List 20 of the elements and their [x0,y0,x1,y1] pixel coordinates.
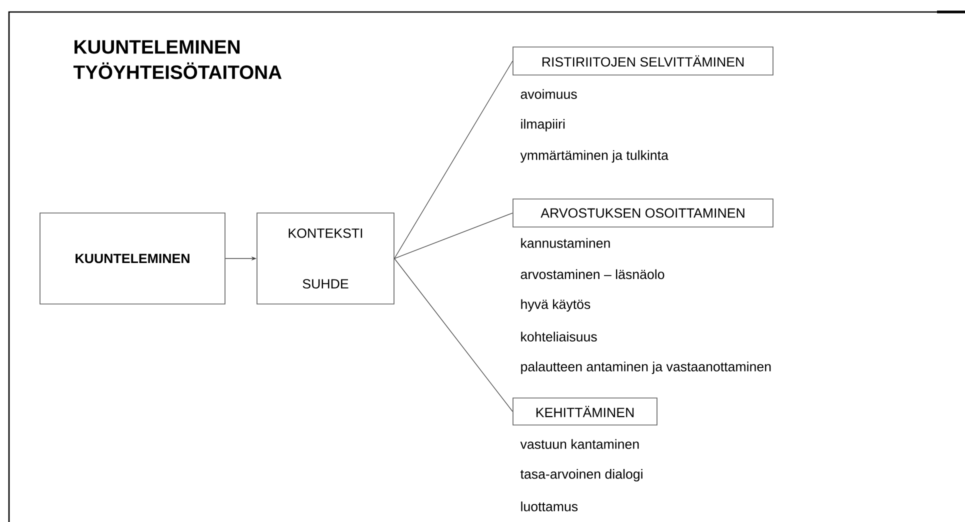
connector-line [394,258,513,412]
list-item: tasa-arvoinen dialogi [520,469,642,482]
list-item: ilmapiiri [521,119,565,132]
list-item: vastuun kantaminen [520,439,639,449]
list-item: luottamus [521,502,578,512]
list-item: palautteen antaminen ja vastaanottaminen [521,362,771,374]
concept-box: KONTEKSTI SUHDE [256,212,394,304]
heading-box: ARVOSTUKSEN OSOITTAMINEN [512,198,774,228]
connector-line [394,60,513,259]
list-item: kannustaminen [521,238,610,248]
concept-box: KUUNTELEMINEN [40,212,226,304]
list-item: kohteliaisuus [521,332,597,342]
title: KUUNTELEMINEN TYÖYHTEISÖTAITONA [73,40,282,80]
list-item: ymmärtäminen ja tulkinta [520,150,668,163]
heading-box: KEHITTÄMINEN [512,398,658,426]
list-item: arvostaminen – läsnäolo [520,269,664,280]
connector-line [394,212,513,259]
list-item: avoimuus [520,89,577,99]
heading-box: RISTIRIITOJEN SELVITTÄMINEN [512,46,774,76]
list-item: hyvä käytös [521,299,590,312]
